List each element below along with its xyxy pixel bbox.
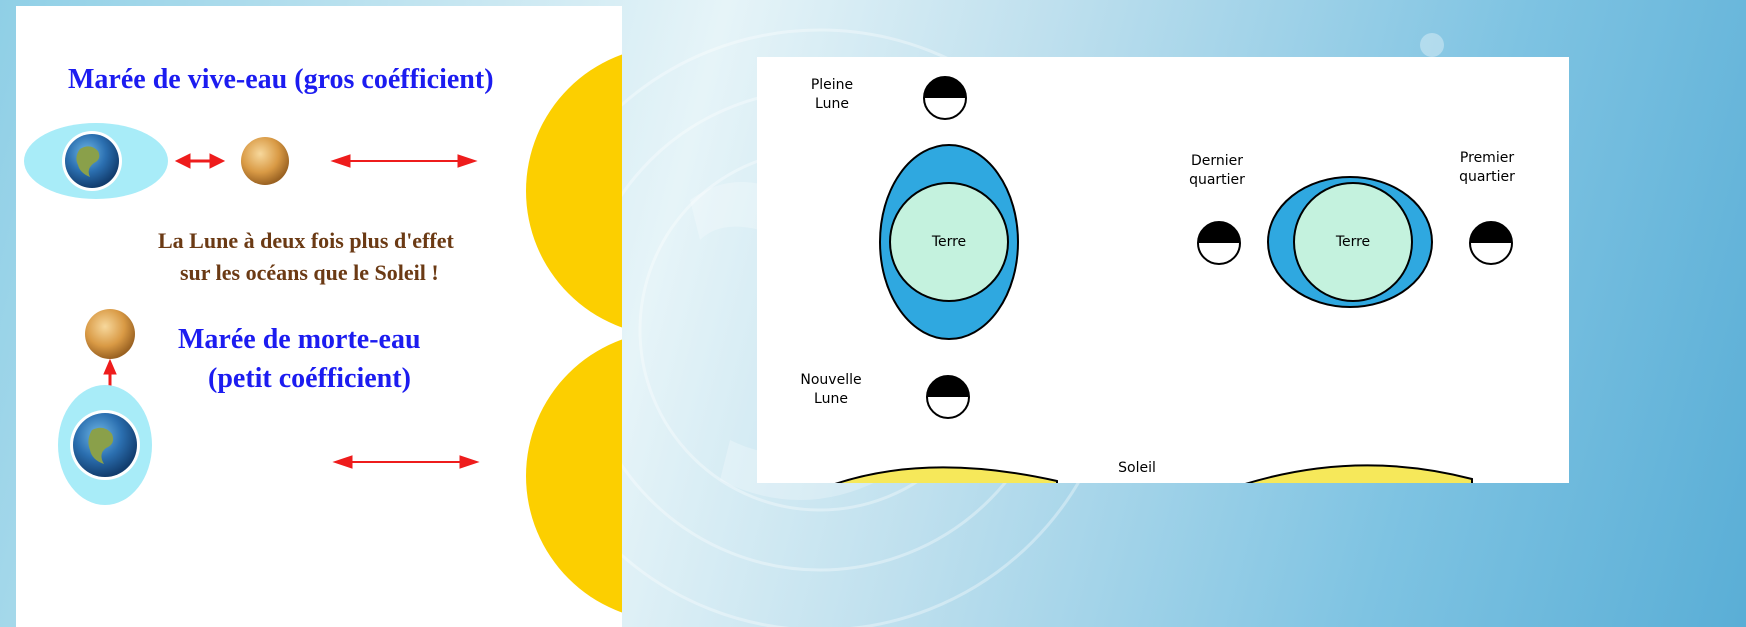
last-quarter-label-line-1: Dernier — [1177, 152, 1257, 171]
new-moon-label: Nouvelle Lune — [791, 371, 871, 409]
sun-label: Soleil — [1097, 459, 1177, 478]
moon-phase-tide-diagram: Pleine Lune Nouvelle Lune Dernier quarti… — [757, 57, 1569, 483]
spring-tide-title: Marée de vive-eau (gros coéfficient) — [68, 64, 494, 96]
new-moon-icon — [927, 376, 969, 418]
sun-disc-top — [526, 46, 622, 336]
moon-effect-line-1: La Lune à deux fois plus d'effet — [158, 228, 454, 254]
spring-neap-tide-diagram: Marée de vive-eau (gros coéfficient) La … — [16, 6, 622, 627]
new-moon-label-line-2: Lune — [791, 390, 871, 409]
bubble-decoration — [1420, 33, 1444, 57]
full-moon-label-line-1: Pleine — [797, 76, 867, 95]
sun-disc-bottom — [526, 331, 622, 621]
first-quarter-label-line-2: quartier — [1447, 168, 1527, 187]
full-moon-label: Pleine Lune — [797, 76, 867, 114]
last-quarter-label: Dernier quartier — [1177, 152, 1257, 190]
first-quarter-label-line-1: Premier — [1447, 149, 1527, 168]
sun-arc-right — [1242, 465, 1472, 483]
last-quarter-moon-icon — [1198, 222, 1240, 264]
moon-icon-neap — [85, 309, 135, 359]
sun-arc-left — [832, 467, 1057, 483]
first-quarter-moon-icon — [1470, 222, 1512, 264]
neap-tide-title-line-2: (petit coéfficient) — [208, 363, 411, 395]
arrow-earth-moon-spring — [176, 154, 224, 168]
moon-icon-spring — [241, 137, 289, 185]
full-moon-icon — [924, 77, 966, 119]
left-diagram-graphics — [16, 6, 622, 627]
arrow-moon-sun-spring — [332, 155, 476, 167]
arrow-earth-sun-neap — [334, 456, 478, 468]
new-moon-label-line-1: Nouvelle — [791, 371, 871, 390]
moon-effect-line-2: sur les océans que le Soleil ! — [180, 260, 439, 286]
right-diagram-graphics — [757, 57, 1569, 483]
full-moon-label-line-2: Lune — [797, 95, 867, 114]
last-quarter-label-line-2: quartier — [1177, 171, 1257, 190]
earth-label-spring: Terre — [909, 233, 989, 252]
first-quarter-label: Premier quartier — [1447, 149, 1527, 187]
earth-label-neap: Terre — [1313, 233, 1393, 252]
neap-tide-title-line-1: Marée de morte-eau — [178, 324, 421, 356]
